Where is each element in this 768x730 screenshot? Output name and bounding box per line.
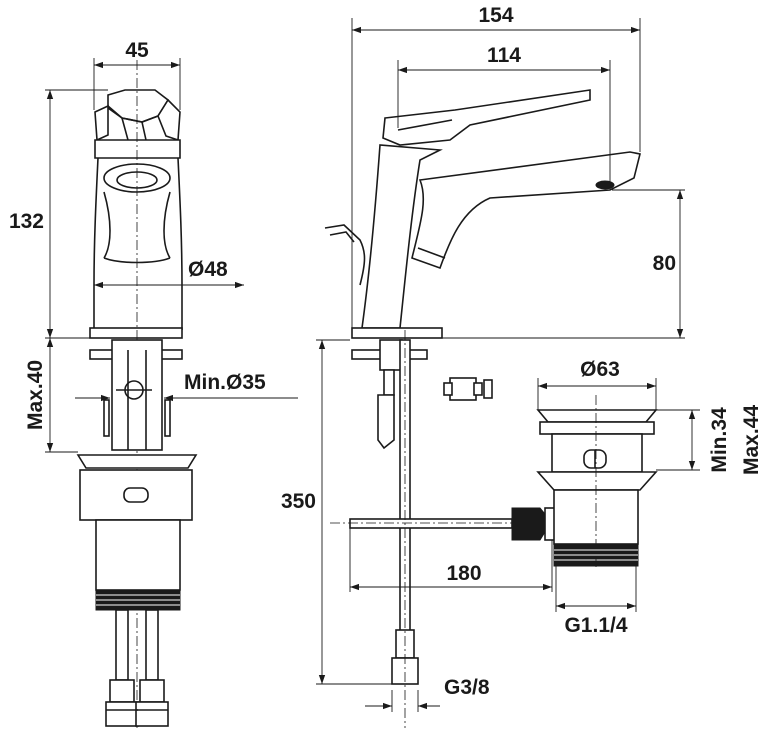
dim-label-114: 114: [487, 44, 521, 67]
waste-dimensions: [537, 378, 700, 612]
dim-label-350: 350: [281, 490, 316, 513]
dim-label-min-35: Min.Ø35: [184, 371, 266, 394]
dim-label-180: 180: [446, 562, 481, 585]
dim-label-max-40: Max.40: [24, 360, 47, 430]
dim-label-g3-8: G3/8: [444, 676, 490, 699]
dim-label-48-diameter: Ø48: [188, 258, 228, 281]
side-dimensions: [316, 18, 685, 712]
front-view: [76, 60, 198, 728]
dim-label-132: 132: [9, 210, 44, 233]
side-view: [324, 89, 641, 728]
dim-label-80: 80: [653, 252, 676, 275]
waste-view: [536, 395, 658, 570]
dim-label-g1-1-4: G1.1/4: [564, 614, 627, 637]
front-dimensions: [45, 58, 298, 453]
dim-label-154: 154: [478, 4, 513, 27]
dim-label-max-44: Max.44: [740, 405, 763, 475]
dim-label-63-diameter: Ø63: [580, 358, 620, 381]
dim-label-min-34: Min.34: [708, 407, 731, 473]
dim-label-45: 45: [125, 39, 149, 62]
